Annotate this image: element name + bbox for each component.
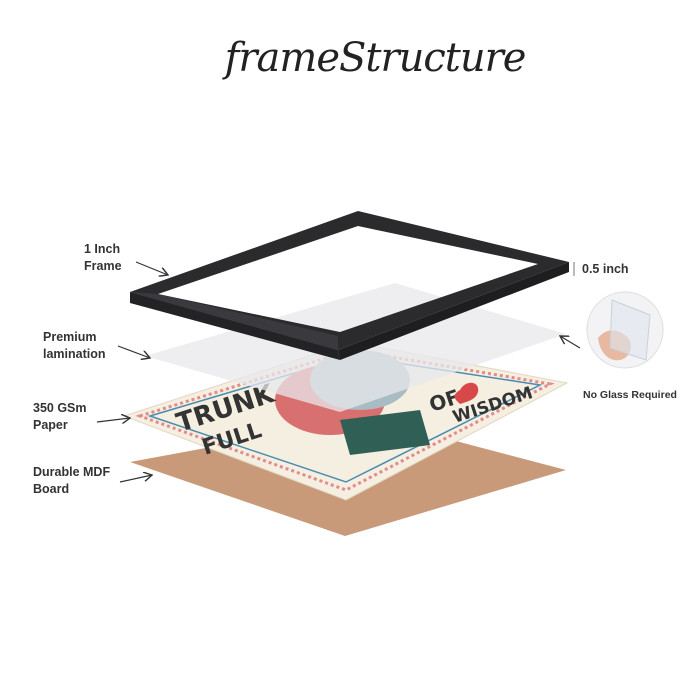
paper-arrow <box>96 418 130 422</box>
label-thickness: 0.5 inch <box>582 262 629 276</box>
board-arrow <box>119 475 152 483</box>
page-title: frameStructure <box>224 35 527 81</box>
frame <box>130 211 569 360</box>
label-frame: 1 Inch Frame <box>84 242 122 273</box>
no-glass-image <box>586 291 664 369</box>
no-glass-arrow <box>560 336 581 349</box>
label-paper: 350 GSm Paper <box>33 401 87 432</box>
lamination-arrow <box>117 345 150 358</box>
frame-arrow <box>135 261 168 275</box>
label-no-glass: No Glass Required <box>583 389 677 401</box>
label-board: Durable MDF Board <box>33 465 111 496</box>
label-lamination: Premium lamination <box>43 330 106 361</box>
